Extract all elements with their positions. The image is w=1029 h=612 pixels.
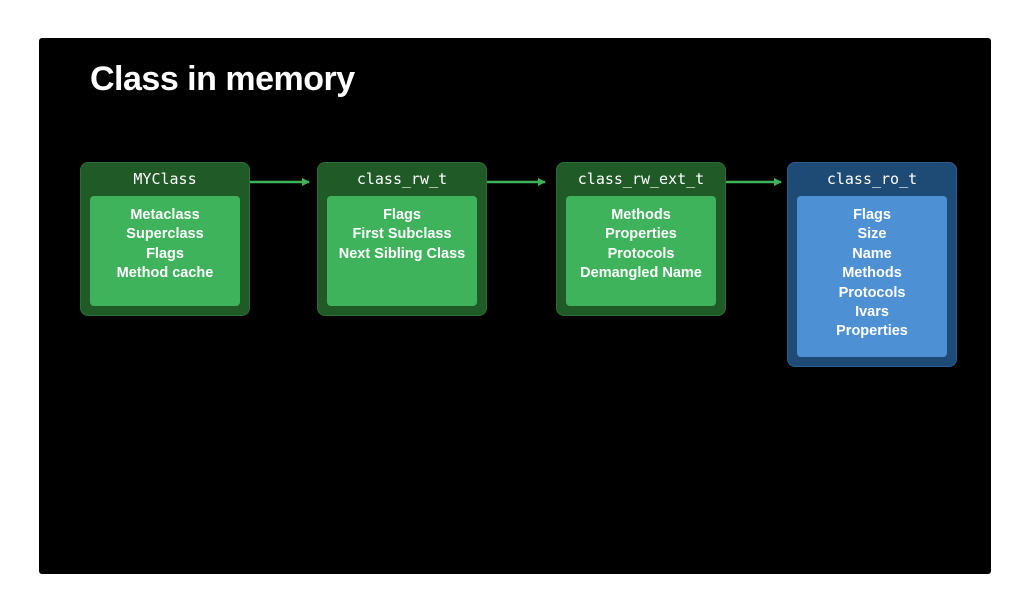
box-class-rw-t: class_rw_t Flags First Subclass Next Sib… [317, 162, 487, 316]
box-inner: Metaclass Superclass Flags Method cache [90, 196, 240, 306]
field-item: Protocols [838, 284, 906, 301]
box-inner: Methods Properties Protocols Demangled N… [566, 196, 716, 306]
box-inner: Flags Size Name Methods Protocols Ivars … [797, 196, 947, 357]
field-item: Properties [836, 323, 908, 340]
box-myclass: MYClass Metaclass Superclass Flags Metho… [80, 162, 250, 316]
box-inner: Flags First Subclass Next Sibling Class [327, 196, 477, 306]
field-item: Method cache [116, 265, 214, 282]
field-item: Demangled Name [580, 265, 702, 282]
box-class-ro-t: class_ro_t Flags Size Name Methods Proto… [787, 162, 957, 367]
field-item: Protocols [607, 245, 675, 262]
field-item: Size [857, 226, 887, 243]
box-title: class_rw_ext_t [577, 170, 705, 188]
field-item: Methods [611, 207, 671, 223]
field-item: Name [852, 245, 892, 262]
field-item: Next Sibling Class [338, 245, 466, 262]
slide: Class in memory MYClass Metaclass Superc… [39, 38, 991, 574]
field-item: Methods [842, 265, 902, 282]
field-item: Properties [605, 226, 677, 243]
field-item: Metaclass [130, 207, 200, 223]
field-item: Flags [383, 207, 421, 223]
box-title: class_ro_t [826, 170, 918, 188]
field-item: Flags [146, 245, 184, 262]
field-item: Flags [853, 207, 891, 223]
slide-title: Class in memory [90, 60, 355, 98]
field-item: Ivars [855, 304, 889, 321]
box-title: MYClass [133, 170, 197, 188]
box-title: class_rw_t [356, 170, 448, 188]
field-item: First Subclass [352, 226, 452, 243]
box-class-rw-ext-t: class_rw_ext_t Methods Properties Protoc… [556, 162, 726, 316]
field-item: Superclass [126, 226, 204, 243]
